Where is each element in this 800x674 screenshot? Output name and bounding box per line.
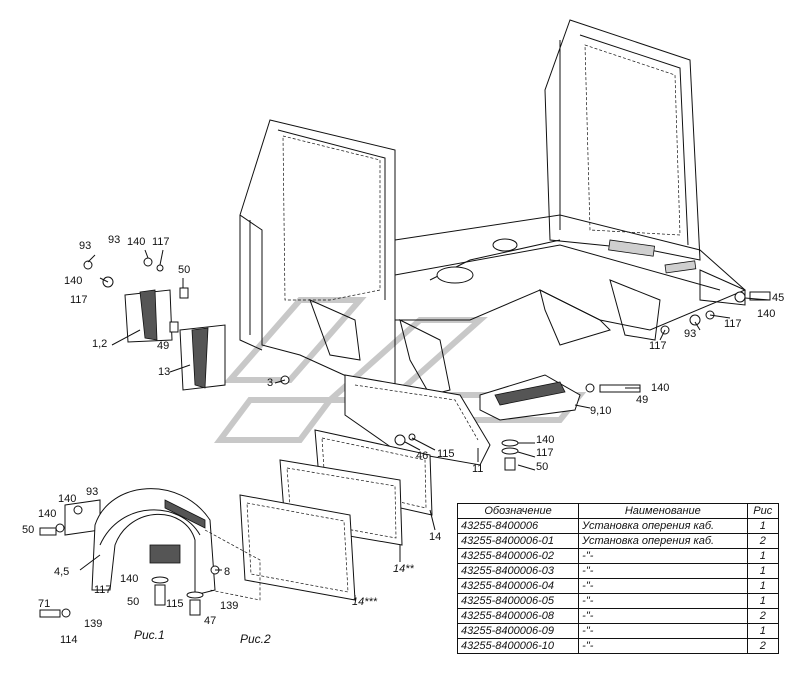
table-row: 43255-8400006-02 -"- 1 — [456, 548, 779, 564]
callout-49: 49 — [157, 340, 170, 352]
cell-name: -"- — [578, 563, 748, 579]
fender-assembly — [39, 488, 261, 618]
mudflap-brackets — [344, 374, 581, 471]
specification-table: Обозначение Наименование Рис 43255-84000… — [456, 503, 779, 654]
cell-name: Установка оперения каб. — [578, 518, 748, 534]
figure-1-caption: Рис.1 — [134, 628, 165, 642]
callout-117: 117 — [152, 236, 170, 248]
callout-45: 45 — [772, 292, 785, 304]
cell-name: Установка оперения каб. — [578, 533, 748, 549]
cab-frame — [239, 19, 746, 396]
right-fasteners — [585, 291, 771, 393]
callout-140: 140 — [120, 573, 139, 585]
cell-name: -"- — [578, 623, 748, 639]
callout-46: 46 — [416, 450, 429, 462]
callout-11: 11 — [472, 463, 484, 475]
callout-114: 114 — [60, 634, 78, 646]
cell-figure: 2 — [746, 608, 779, 624]
table-row: 43255-8400006-10 -"- 2 — [456, 638, 779, 654]
cell-figure: 2 — [746, 533, 779, 549]
cell-designation: 43255-8400006-03 — [456, 563, 580, 579]
cell-designation: 43255-8400006-08 — [456, 608, 580, 624]
callout-3: 3 — [267, 377, 274, 389]
callout-1-2: 1,2 — [92, 338, 108, 350]
column-header-designation: Обозначение — [456, 503, 580, 519]
table-row: 43255-8400006-05 -"- 1 — [456, 593, 779, 609]
callout-117: 117 — [536, 447, 554, 459]
callout-9-10: 9,10 — [590, 405, 612, 417]
callout-93: 93 — [108, 234, 121, 246]
callout-139: 139 — [84, 618, 103, 630]
callout-93: 93 — [684, 328, 697, 340]
cell-designation: 43255-8400006-05 — [456, 593, 580, 609]
cell-designation: 43255-8400006-09 — [456, 623, 580, 639]
cell-name: -"- — [578, 593, 748, 609]
callout-50: 50 — [127, 596, 140, 608]
callout-140: 140 — [651, 382, 670, 394]
callout-115: 115 — [166, 598, 184, 610]
callout-47: 47 — [204, 615, 217, 627]
table-row: 43255-8400006-04 -"- 1 — [456, 578, 779, 594]
callout-117: 117 — [724, 318, 742, 330]
column-header-name: Наименование — [578, 503, 748, 519]
callout-93: 93 — [79, 240, 92, 252]
callout-14-triple-star: 14*** — [352, 596, 378, 608]
left-mudguard-brackets — [83, 257, 290, 391]
callout-140: 140 — [127, 236, 146, 248]
callout-117: 117 — [70, 294, 88, 306]
cell-designation: 43255-8400006-01 — [456, 533, 580, 549]
cell-name: -"- — [578, 638, 748, 654]
cell-figure: 1 — [746, 548, 779, 564]
mudflaps — [239, 429, 433, 601]
table-row: 43255-8400006-09 -"- 1 — [456, 623, 779, 639]
table-row: 43255-8400006-08 -"- 2 — [456, 608, 779, 624]
callout-50: 50 — [178, 264, 191, 276]
callout-140: 140 — [64, 275, 83, 287]
table-row: 43255-8400006-01 Установка оперения каб.… — [456, 533, 779, 549]
cell-designation: 43255-8400006-10 — [456, 638, 580, 654]
callout-93: 93 — [86, 486, 99, 498]
cell-designation: 43255-8400006-02 — [456, 548, 580, 564]
callout-50: 50 — [536, 461, 549, 473]
callout-115: 115 — [437, 448, 455, 460]
figure-2-caption: Рис.2 — [240, 632, 271, 646]
callout-13: 13 — [158, 366, 171, 378]
cell-figure: 1 — [746, 518, 779, 534]
cell-name: -"- — [578, 578, 748, 594]
callout-71: 71 — [38, 598, 51, 610]
callout-4-5: 4,5 — [54, 566, 70, 578]
callout-117: 117 — [649, 340, 667, 352]
callout-14: 14 — [429, 531, 442, 543]
callout-8: 8 — [224, 566, 231, 578]
callout-140: 140 — [38, 508, 57, 520]
callout-140: 140 — [757, 308, 776, 320]
callout-117: 117 — [94, 584, 112, 596]
cell-figure: 1 — [746, 623, 779, 639]
cell-figure: 1 — [746, 563, 779, 579]
callout-49: 49 — [636, 394, 649, 406]
cell-figure: 1 — [746, 578, 779, 594]
callout-139: 139 — [220, 600, 239, 612]
callout-14-double-star: 14** — [393, 563, 414, 575]
leader-lines — [79, 249, 771, 600]
callout-140: 140 — [58, 493, 77, 505]
cell-name: -"- — [578, 548, 748, 564]
callout-50: 50 — [22, 524, 35, 536]
cell-designation: 43255-8400006 — [456, 518, 580, 534]
cell-designation: 43255-8400006-04 — [456, 578, 580, 594]
table-header-row: Обозначение Наименование Рис — [456, 503, 779, 519]
table-row: 43255-8400006-03 -"- 1 — [456, 563, 779, 579]
cell-figure: 2 — [746, 638, 779, 654]
callout-140: 140 — [536, 434, 555, 446]
table-row: 43255-8400006 Установка оперения каб. 1 — [456, 518, 779, 534]
column-header-figure: Рис — [746, 503, 779, 519]
cell-figure: 1 — [746, 593, 779, 609]
cell-name: -"- — [578, 608, 748, 624]
